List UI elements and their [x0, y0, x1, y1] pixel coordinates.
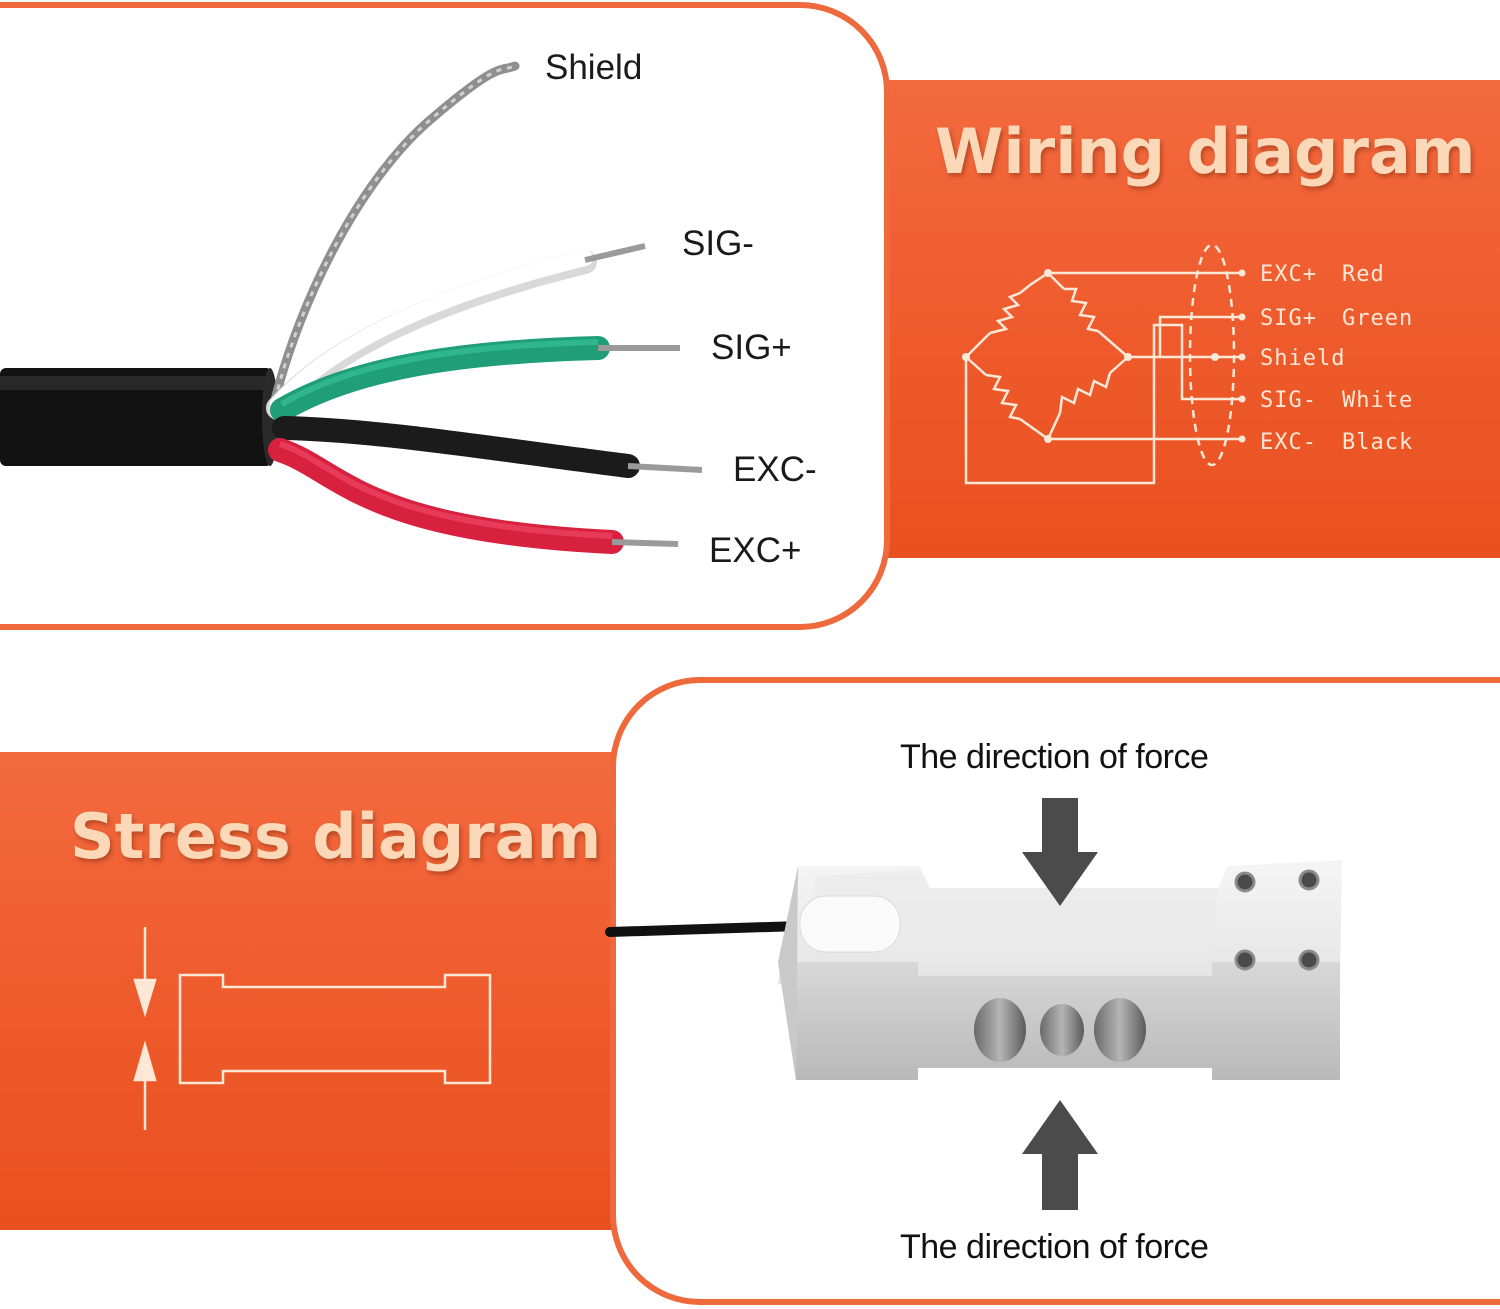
legend-signal-exc-plus: EXC+ [1260, 262, 1317, 287]
legend-color-green: Green [1342, 306, 1414, 331]
label-shield: Shield [545, 48, 643, 87]
force-label-top: The direction of force [900, 738, 1209, 776]
resistor-bottom-right [1058, 372, 1112, 414]
mount-hole [1298, 869, 1320, 891]
mount-hole [1298, 949, 1320, 971]
mount-hole [1234, 949, 1256, 971]
legend-signal-shield: Shield [1260, 346, 1346, 371]
loadcell-illustration [605, 798, 1342, 1210]
label-sig-plus: SIG+ [711, 328, 792, 367]
stress-title: Stress diagram [70, 800, 602, 873]
label-exc-plus: EXC+ [709, 531, 802, 570]
legend-signal-sig-plus: SIG+ [1260, 306, 1317, 331]
resistor-top-left [989, 291, 1021, 335]
legend-color-red: Red [1342, 262, 1385, 287]
legend-color-black: Black [1342, 430, 1414, 455]
mount-hole [1234, 871, 1256, 893]
stress-schematic [133, 927, 492, 1130]
strain-hole-center [1040, 1004, 1084, 1056]
resistor-bottom-left [985, 373, 1021, 421]
cable-jacket [0, 368, 272, 466]
resistor-top-right [1064, 287, 1099, 333]
wiring-title: Wiring diagram [935, 115, 1476, 188]
beam-outline [178, 973, 492, 1085]
legend-signal-sig-minus: SIG- [1260, 388, 1317, 413]
legend-signal-exc-minus: EXC- [1260, 430, 1317, 455]
stress-banner [0, 752, 700, 1230]
cable-illustration [0, 61, 703, 554]
arrow-down-icon [133, 978, 157, 1018]
bridge-schematic [962, 243, 1246, 485]
strain-hole-left [974, 998, 1026, 1062]
loadcell-cable [605, 921, 805, 937]
label-sig-minus: SIG- [682, 224, 754, 263]
red-wire [268, 438, 624, 554]
strain-hole-right [1094, 998, 1146, 1062]
legend-color-white: White [1342, 388, 1414, 413]
label-exc-minus: EXC- [733, 450, 817, 489]
force-arrow-up-icon [1022, 1100, 1098, 1154]
arrow-up-icon [133, 1040, 157, 1082]
green-wire [270, 336, 610, 422]
black-wire [272, 416, 640, 478]
force-arrow-down-icon [1022, 852, 1098, 906]
force-label-bottom: The direction of force [900, 1228, 1209, 1266]
